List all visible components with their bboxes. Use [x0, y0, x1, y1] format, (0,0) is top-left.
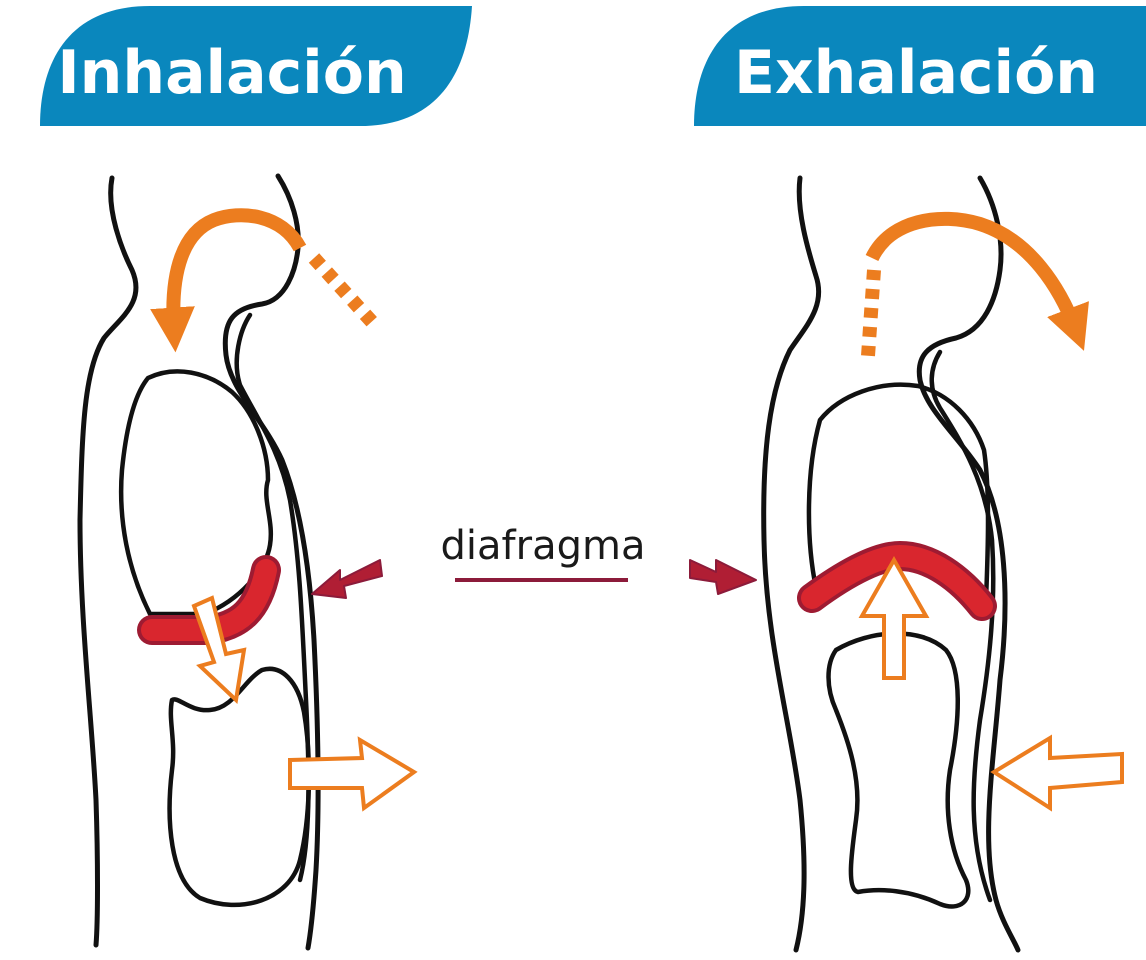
inhalation-lung	[121, 371, 271, 614]
inhalation-front-outline	[80, 178, 136, 945]
exhalation-banner: Exhalación	[694, 6, 1146, 126]
exhalation-air-out-icon	[872, 219, 1076, 330]
inhalation-title: Inhalación	[57, 38, 406, 108]
inhalation-dashed-air-icon	[314, 258, 372, 322]
right-pointer-arrow-icon	[690, 560, 756, 594]
exhalation-inner-wall	[932, 352, 994, 900]
exhalation-inward-arrow-icon	[994, 738, 1122, 808]
diaphragm-label: diafragma	[441, 523, 646, 569]
inhalation-figure	[80, 176, 414, 948]
inhalation-banner: Inhalación	[40, 6, 472, 126]
diaphragm-callout: diafragma	[312, 523, 756, 598]
exhalation-dashed-air-icon	[868, 270, 874, 356]
left-pointer-arrow-icon	[312, 560, 382, 598]
exhalation-title: Exhalación	[734, 38, 1098, 108]
exhalation-figure	[764, 178, 1122, 950]
